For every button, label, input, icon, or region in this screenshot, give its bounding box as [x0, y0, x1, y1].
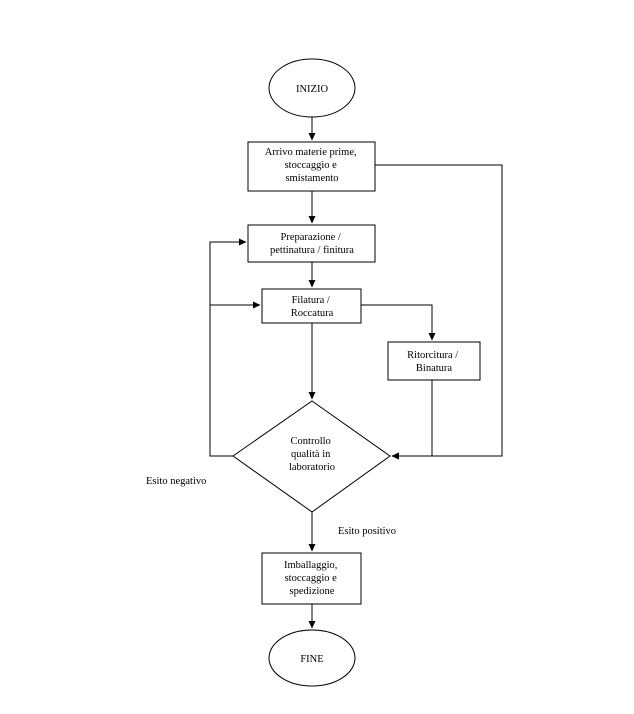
- node-controllo-line-2: laboratorio: [289, 462, 335, 473]
- node-ritorcitura: Ritorcitura / Binatura: [387, 341, 481, 381]
- node-arrivo: Arrivo materie prime, stoccaggio e smist…: [247, 141, 376, 192]
- node-controllo-line-0: Controllo: [291, 436, 331, 447]
- node-inizio-line-0: INIZIO: [296, 84, 328, 95]
- svg-text:Ritorcitura / Binatura: Ritorcitura / Binatura: [407, 350, 461, 374]
- label-esito-positivo: Esito positivo: [338, 526, 396, 537]
- svg-text:Arrivo materie prime, st: Arrivo materie prime, stoccaggio e smist…: [265, 147, 359, 184]
- edge-controllo-preparazione-negative: [209, 238, 247, 457]
- node-imballaggio-line-1: stoccaggio e: [285, 573, 338, 584]
- node-preparazione-line-1: pettinatura / finitura: [270, 245, 354, 256]
- edge-filatura-ritorcitura: [361, 304, 436, 341]
- node-preparazione: Preparazione / pettinatura / finitura: [247, 224, 376, 263]
- node-filatura: Filatura / Roccatura: [261, 288, 362, 324]
- svg-text:FINE: FINE: [300, 654, 323, 665]
- end-ellipse: [268, 629, 356, 687]
- node-controllo: Controllo qualità in laboratorio: [232, 400, 391, 513]
- process-box: [387, 341, 481, 381]
- start-ellipse: [268, 58, 356, 118]
- process-box: [247, 141, 376, 192]
- node-ritorcitura-line-1: Binatura: [416, 363, 452, 374]
- edge-ritorcitura-controllo: [391, 380, 433, 460]
- node-arrivo-line-1: stoccaggio e: [285, 160, 338, 171]
- svg-text:Imballaggio, stoccaggio: Imballaggio, stoccaggio e spedizione: [284, 560, 340, 597]
- decision-diamond: [232, 400, 391, 513]
- node-fine-line-0: FINE: [300, 654, 323, 665]
- node-filatura-line-0: Filatura /: [292, 295, 330, 306]
- node-arrivo-line-0: Arrivo materie prime,: [265, 147, 357, 158]
- label-esito-negativo: Esito negativo: [146, 476, 206, 487]
- node-imballaggio-line-0: Imballaggio,: [284, 560, 337, 571]
- node-imballaggio-line-2: spedizione: [290, 586, 335, 597]
- process-box: [261, 552, 362, 605]
- node-preparazione-line-0: Preparazione /: [281, 232, 341, 243]
- svg-text:Preparazione / pettinatu: Preparazione / pettinatura / finitura: [270, 232, 354, 256]
- node-arrivo-line-2: smistamento: [285, 173, 338, 184]
- svg-text:Controllo qualità in: Controllo qualità in laboratorio: [289, 436, 335, 473]
- process-box: [247, 224, 376, 263]
- svg-text:INIZIO: INIZIO: [296, 84, 328, 95]
- svg-text:Filatura / Roccatura: Filatura / Roccatura: [291, 295, 334, 319]
- node-fine: FINE: [268, 629, 356, 687]
- node-ritorcitura-line-0: Ritorcitura /: [407, 350, 458, 361]
- edges: [209, 117, 503, 629]
- node-inizio: INIZIO: [268, 58, 356, 118]
- process-box: [261, 288, 362, 324]
- node-controllo-line-1: qualità in: [291, 449, 331, 460]
- node-imballaggio: Imballaggio, stoccaggio e spedizione: [261, 552, 362, 605]
- node-filatura-line-1: Roccatura: [291, 308, 334, 319]
- edge-arrivo-controllo-bypass: [375, 164, 503, 460]
